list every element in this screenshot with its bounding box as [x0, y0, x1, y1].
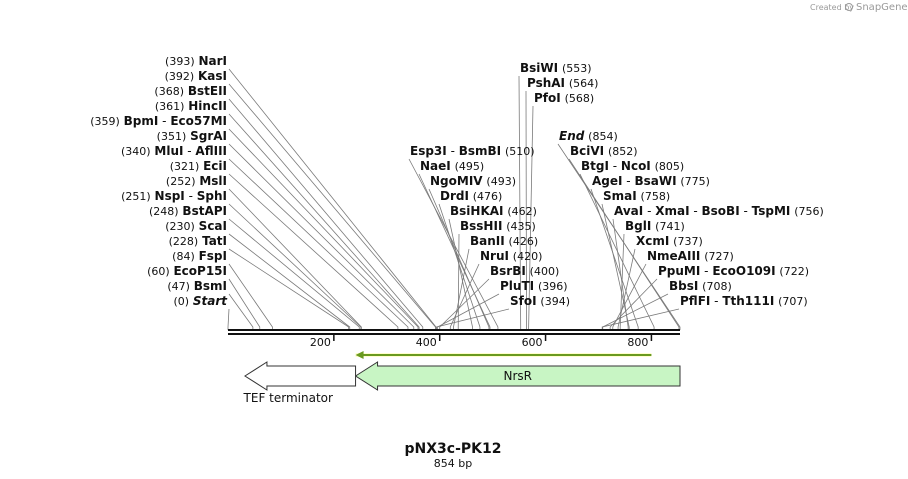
site-label-pfoi[interactable]: PfoI (568) [534, 91, 594, 105]
snapgene-logo-icon [845, 3, 853, 11]
feature-label-tef-terminator: TEF terminator [243, 391, 333, 405]
site-label-smai[interactable]: SmaI (758) [603, 189, 670, 203]
feature-nrsr[interactable] [354, 361, 681, 391]
ruler: 200 400 600 800 [310, 335, 653, 349]
site-label-pluti[interactable]: PluTI (396) [500, 279, 568, 293]
site-connector [609, 278, 658, 330]
site-connector [228, 98, 424, 330]
site-label-nari[interactable]: (393) NarI [165, 54, 227, 68]
site-label-ecii[interactable]: (321) EciI [170, 159, 227, 173]
ruler-tick-label: 800 [627, 336, 648, 349]
site-label-naei[interactable]: NaeI (495) [420, 159, 484, 173]
site-connector [228, 263, 273, 330]
site-connector [439, 278, 490, 330]
site-label-drdi[interactable]: DrdI (476) [440, 189, 502, 203]
site-label-bpmi-eco57mi[interactable]: (359) BpmI - Eco57MI [90, 114, 227, 128]
restriction-site-labels: (0) Start(47) BsmI(60) EcoP15I(84) FspI(… [90, 54, 824, 308]
site-label-bsiwi[interactable]: BsiWI (553) [520, 61, 592, 75]
site-label-avai-xmai-bsobi-tspmi[interactable]: AvaI - XmaI - BsoBI - TspMI (756) [614, 204, 824, 218]
site-connector [453, 248, 470, 330]
site-connector [601, 308, 680, 330]
site-label-nrui[interactable]: NruI (420) [480, 249, 542, 263]
primer-arrow[interactable] [355, 351, 652, 359]
feature-label-nrsr: NrsR [504, 369, 533, 383]
plasmid-length: 854 bp [434, 457, 472, 470]
feature-tef-terminator[interactable] [244, 361, 357, 391]
site-connector [228, 203, 362, 330]
ruler-tick-label: 200 [310, 336, 331, 349]
site-label-nmeaiii[interactable]: NmeAIII (727) [647, 249, 734, 263]
site-label-banii[interactable]: BanII (426) [470, 234, 538, 248]
site-label-nspi-sphi[interactable]: (251) NspI - SphI [121, 189, 227, 203]
site-connector [228, 158, 409, 330]
site-connector [228, 83, 436, 330]
plasmid-name: pNX3c-PK12 [405, 441, 502, 457]
site-label-bsihkai[interactable]: BsiHKAI (462) [450, 204, 537, 218]
site-label-bsteii[interactable]: (368) BstEII [154, 84, 227, 98]
site-connector [228, 173, 399, 330]
site-label-pflfi-tth111i[interactable]: PflFI - Tth111I (707) [680, 294, 808, 308]
site-connector [448, 218, 473, 330]
site-label-start[interactable]: (0) Start [173, 294, 228, 308]
site-label-bsmi[interactable]: (47) BsmI [167, 279, 227, 293]
ruler-tick-label: 600 [522, 336, 543, 349]
snapgene-credit: Created by SnapGene [810, 2, 908, 13]
site-label-bgli[interactable]: BglI (741) [625, 219, 685, 233]
site-label-sfoi[interactable]: SfoI (394) [510, 294, 570, 308]
feature-track: NrsR TEF terminator [243, 361, 681, 405]
site-label-ecop15i[interactable]: (60) EcoP15I [147, 264, 227, 278]
site-connector [227, 308, 230, 330]
site-label-btgi-ncoi[interactable]: BtgI - NcoI (805) [581, 159, 684, 173]
site-label-end[interactable]: End (854) [559, 129, 618, 143]
site-label-sgrai[interactable]: (351) SgrAI [157, 129, 227, 143]
primer-arrowhead-icon [355, 351, 364, 359]
site-label-agei-bsawi[interactable]: AgeI - BsaWI (775) [592, 174, 710, 188]
site-label-kasi[interactable]: (392) KasI [165, 69, 227, 83]
site-label-bstapi[interactable]: (248) BstAPI [149, 204, 227, 218]
site-label-pshai[interactable]: PshAI (564) [527, 76, 598, 90]
site-label-tati[interactable]: (228) TatI [169, 234, 227, 248]
site-label-bsrbi[interactable]: BsrBI (400) [490, 264, 559, 278]
site-label-scai[interactable]: (230) ScaI [165, 219, 227, 233]
site-label-xcmi[interactable]: XcmI (737) [636, 234, 703, 248]
site-label-bsshii[interactable]: BssHII (435) [460, 219, 536, 233]
site-label-ngomiv[interactable]: NgoMIV (493) [430, 174, 516, 188]
site-label-ppumi-ecoo109i[interactable]: PpuMI - EcoO109I (722) [658, 264, 809, 278]
site-connector [228, 143, 415, 330]
site-label-msli[interactable]: (252) MslI [166, 174, 227, 188]
site-label-bbsi[interactable]: BbsI (708) [669, 279, 732, 293]
site-connector [228, 293, 254, 330]
map-title-block: pNX3c-PK12 854 bp [405, 441, 502, 470]
site-label-bcivi[interactable]: BciVI (852) [570, 144, 638, 158]
site-label-esp3i-bsmbi[interactable]: Esp3I - BsmBI (510) [410, 144, 535, 158]
site-label-mlui-afliii[interactable]: (340) MluI - AflIII [121, 144, 227, 158]
credit-text: Created by [810, 3, 854, 12]
site-connector [228, 128, 419, 330]
site-label-fspi[interactable]: (84) FspI [172, 249, 227, 263]
ruler-tick-label: 400 [416, 336, 437, 349]
credit-brand: SnapGene [856, 2, 908, 13]
site-label-hincii[interactable]: (361) HincII [155, 99, 227, 113]
sequence-backbone [228, 329, 680, 335]
